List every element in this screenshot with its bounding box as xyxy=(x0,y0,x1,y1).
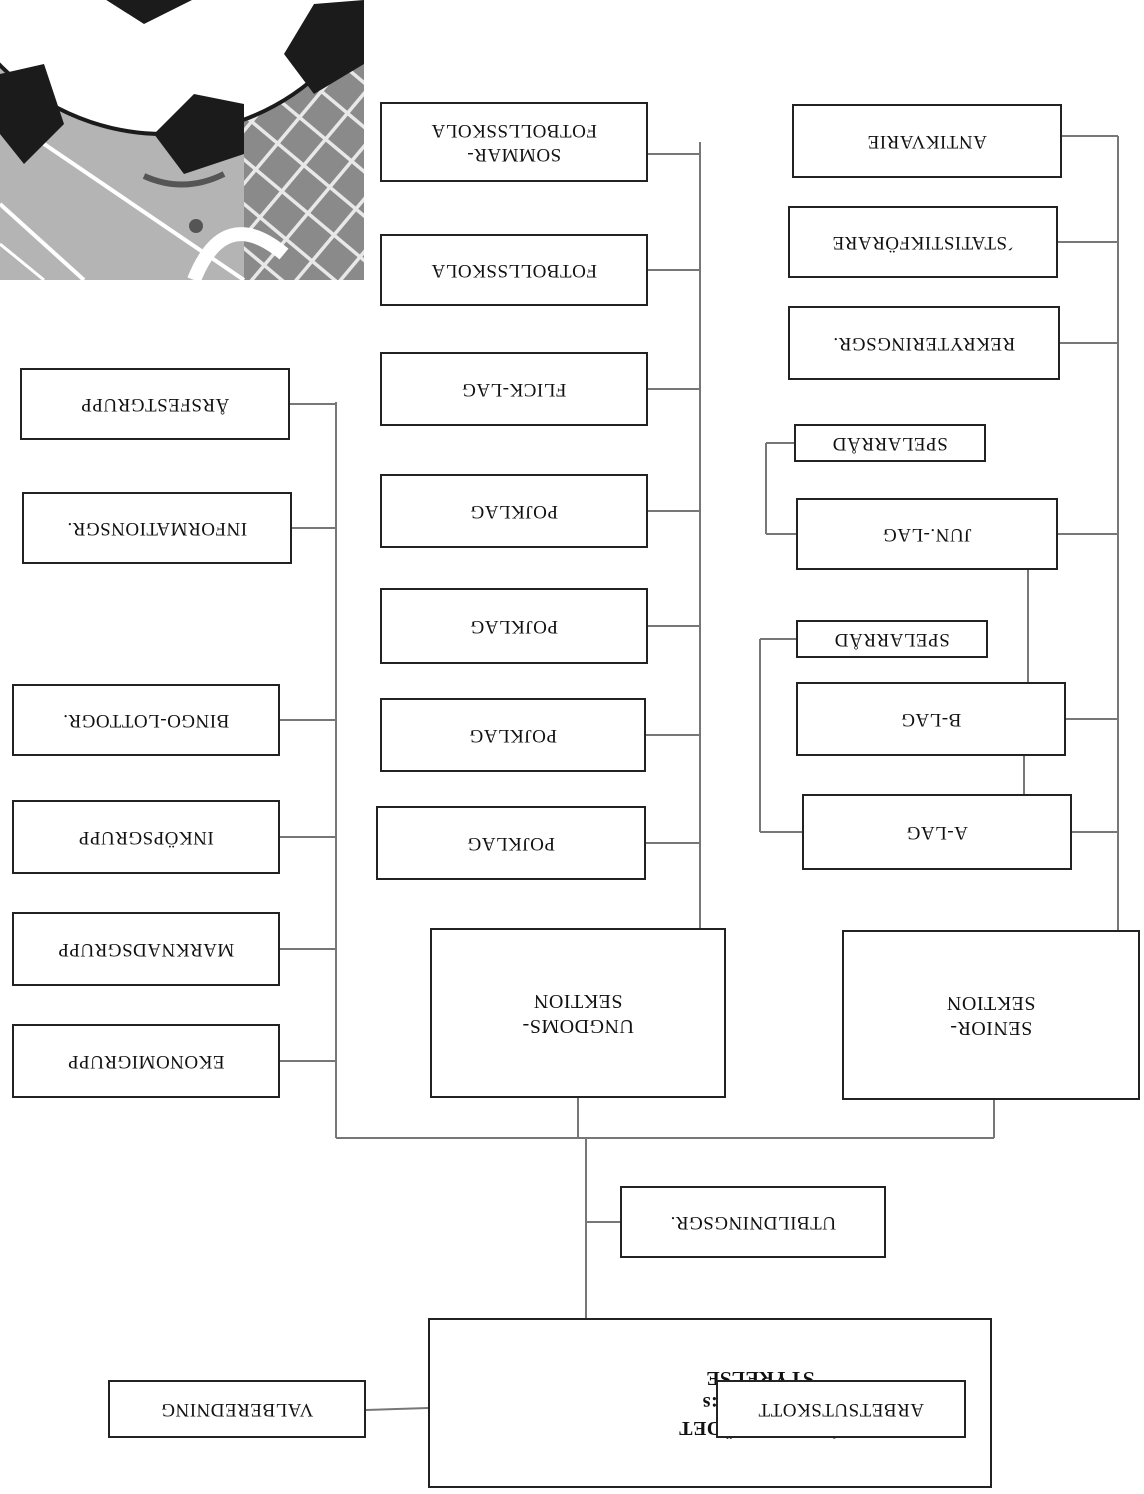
pojklag-label-3: POJKLAG xyxy=(470,615,558,637)
pojklag-box-3: POJKLAG xyxy=(380,588,648,664)
utbildningsgr-box: UTBILDNINGSGR. xyxy=(620,1186,886,1258)
seniorsektion-box: SENIOR- SEKTION xyxy=(842,930,1140,1100)
arsfestgrupp-box: ÅRSFESTGRUPP xyxy=(20,368,290,440)
jun-lag-box: JUN.-LAG xyxy=(796,498,1058,570)
statistikforare-box: ´STATISTIKFÖRARE xyxy=(788,206,1058,278)
ekonomigrupp-label: EKONOMIGRUPP xyxy=(67,1050,225,1072)
inkopsgrupp-label: INKÖPSGRUPP xyxy=(78,826,214,848)
sommar-fotbollsskola-box: SOMMAR- FOTBOLLSSKOLA xyxy=(380,102,648,182)
pojklag-box-2: POJKLAG xyxy=(380,698,646,772)
rekryteringsgr-label: REKRYTERINGSGR. xyxy=(832,332,1016,354)
pojklag-label-2: POJKLAG xyxy=(469,724,557,746)
spelarrad-box-1: SPELARRÅD xyxy=(796,620,988,658)
marknadsgrupp-box: MARKNADSGRUPP xyxy=(12,912,280,986)
sommar-fotbollsskola-label: SOMMAR- FOTBOLLSSKOLA xyxy=(431,120,597,165)
informationsgr-label: INFORMATIONSGR. xyxy=(66,517,248,539)
a-lag-label: A-LAG xyxy=(906,821,968,843)
valberedning-box: VALBEREDNING xyxy=(108,1380,366,1438)
informationsgr-box: INFORMATIONSGR. xyxy=(22,492,292,564)
ungdomssektion-label: UNGDOMS- SEKTION xyxy=(522,990,634,1037)
utbildningsgr-label: UTBILDNINGSGR. xyxy=(670,1211,836,1233)
inkopsgrupp-box: INKÖPSGRUPP xyxy=(12,800,280,874)
fotbollsskola-box: FOTBOLLSSKOLA xyxy=(380,234,648,306)
antikvarie-label: ANTIKVARIE xyxy=(867,130,987,152)
rekryteringsgr-box: REKRYTERINGSGR. xyxy=(788,306,1060,380)
jun-lag-label: JUN.-LAG xyxy=(882,523,972,545)
pojklag-label-4: POJKLAG xyxy=(470,500,558,522)
flick-lag-box: FLICK-LAG xyxy=(380,352,648,426)
arsfestgrupp-label: ÅRSFESTGRUPP xyxy=(80,393,230,415)
seniorsektion-label: SENIOR- SEKTION xyxy=(946,992,1036,1039)
pojklag-box-4: POJKLAG xyxy=(380,474,648,548)
a-lag-box: A-LAG xyxy=(802,794,1072,870)
b-lag-box: B-LAG xyxy=(796,682,1066,756)
fotbollsskola-label: FOTBOLLSSKOLA xyxy=(431,259,597,281)
bingo-lottogr-label: BINGO-LOTTOGR. xyxy=(62,709,230,731)
arbetsutskott-box: ARBETSUTSKOTT xyxy=(716,1380,966,1438)
spelarrad-box-2: SPELARRÅD xyxy=(794,424,986,462)
valberedning-label: VALBEREDNING xyxy=(160,1398,314,1420)
antikvarie-box: ANTIKVARIE xyxy=(792,104,1062,178)
connector-line xyxy=(365,1407,429,1411)
spelarrad-label-2: SPELARRÅD xyxy=(832,432,948,454)
statistikforare-label: ´STATISTIKFÖRARE xyxy=(832,231,1014,253)
arbetsutskott-label: ARBETSUTSKOTT xyxy=(758,1398,924,1420)
b-lag-label: B-LAG xyxy=(900,708,962,730)
pojklag-label-1: POJKLAG xyxy=(467,832,555,854)
spelarrad-label-1: SPELARRÅD xyxy=(834,628,950,650)
pojklag-box-1: POJKLAG xyxy=(376,806,646,880)
marknadsgrupp-label: MARKNADSGRUPP xyxy=(57,938,235,960)
ekonomigrupp-box: EKONOMIGRUPP xyxy=(12,1024,280,1098)
ungdomssektion-box: UNGDOMS- SEKTION xyxy=(430,928,726,1098)
flick-lag-label: FLICK-LAG xyxy=(461,378,567,400)
bingo-lottogr-box: BINGO-LOTTOGR. xyxy=(12,684,280,756)
